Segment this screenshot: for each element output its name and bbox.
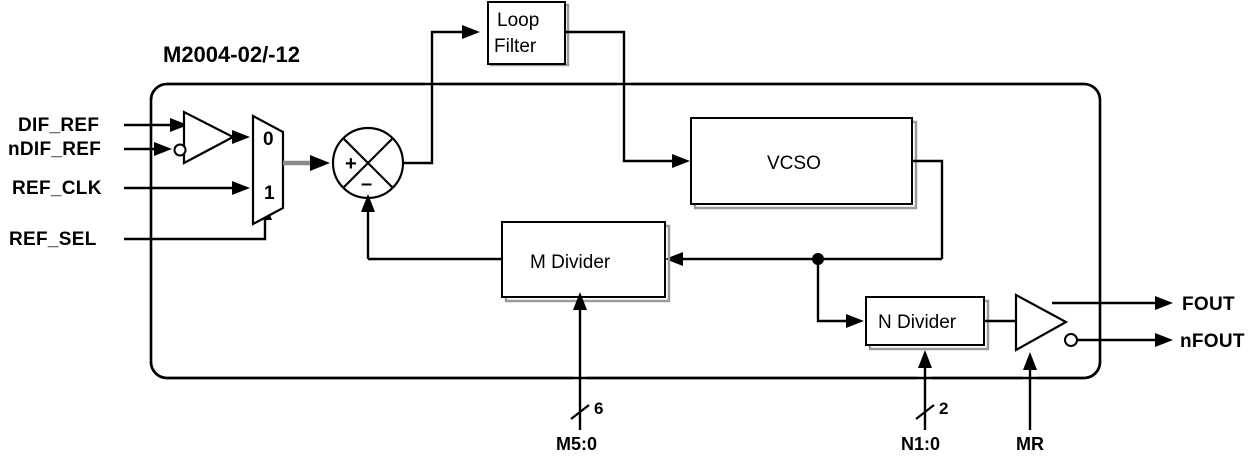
mux-option-0: 0 [263,129,274,150]
loop-filter-label-line1: Loop [497,10,539,31]
n-divider-block [865,296,985,346]
page-title: M2004-02/-12 [163,42,300,67]
bus-slash-m [570,404,590,420]
wire-loopfilter-to-vcso [565,30,678,163]
n-divider-label: N Divider [878,312,957,333]
m-divider-block [501,221,666,298]
port-label-nfout: nFOUT [1180,331,1245,352]
port-label-ref-clk: REF_CLK [12,178,102,199]
loop-filter-block [487,1,566,65]
port-label-dif-ref: DIF_REF [18,115,99,136]
arrowhead-buffer-to-mux [232,130,250,144]
wire-vcso-out [912,159,944,259]
input-buffer-symbol [182,110,236,165]
input-reference-mux [251,114,285,226]
output-buffer-invert-bubble [1064,333,1078,347]
wire-pd-to-loopfilter [403,30,468,165]
mux-option-1: 1 [264,183,275,204]
arrowhead-loopfilter-to-vcso [672,154,690,168]
arrowhead-m-control-bus [573,292,587,310]
arrowhead-feedback-to-mdiv [665,252,683,266]
wire-feedback-to-ndiv [816,259,853,323]
wire-ref-sel [124,212,267,241]
chip-boundary-bottom-left [149,361,573,380]
arrowhead-dif-ref [170,118,188,132]
arrowhead-pd-to-loopfilter [462,25,480,39]
phase-detector-diagonal-b [342,137,394,189]
m-divider-label: M Divider [530,252,611,273]
bus-signal-m: M5:0 [556,434,597,454]
arrowhead-pd-feedback [361,194,375,212]
bus-width-m: 6 [594,399,603,418]
bus-signal-n: N1:0 [901,434,940,454]
vcso-label: VCSO [767,153,821,174]
arrowhead-nfout [1155,333,1173,347]
chip-boundary-bottom-right [1037,361,1102,380]
bus-signal-mr: MR [1016,434,1044,454]
port-label-ndif-ref: nDIF_REF [8,139,101,160]
phase-detector-minus-sign: – [361,173,372,195]
port-label-ref-sel: REF_SEL [9,229,97,250]
bus-width-n: 2 [939,399,948,418]
chip-boundary-top-right [631,82,1102,101]
arrowhead-ref-clk [232,181,250,195]
chip-boundary-top-left [149,82,425,101]
arrowhead-fout [1155,296,1173,310]
arrowhead-mr-control [1023,352,1037,370]
arrowhead-mux-to-pd [310,155,330,171]
arrowhead-n-control-bus [918,350,932,368]
arrowhead-feedback-to-ndiv [846,314,864,328]
loop-filter-label-line2: Filter [494,36,537,57]
port-label-fout: FOUT [1182,294,1235,315]
input-buffer-invert-bubble [173,143,187,157]
arrowhead-ndif-ref [154,142,172,156]
phase-detector-plus-sign: + [345,153,357,175]
bus-slash-n [915,404,935,420]
output-buffer-symbol [1014,293,1069,352]
